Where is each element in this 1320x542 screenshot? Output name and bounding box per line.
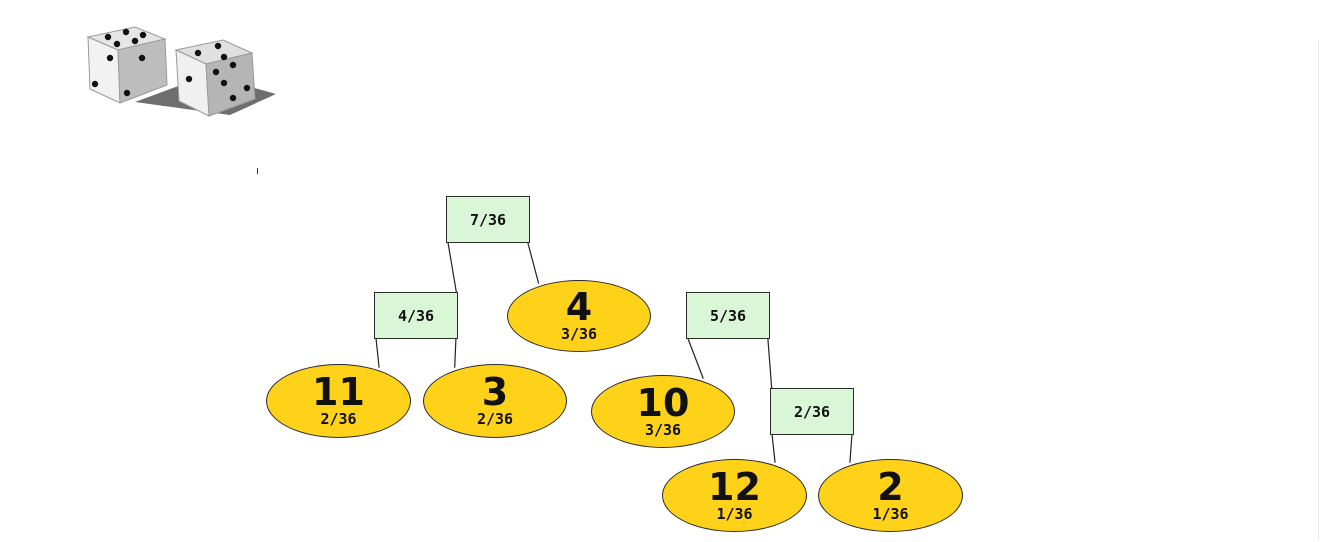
edge-n5_36-n2_36 [767,338,773,389]
leaf-value: 12 [708,464,761,509]
edge-n2_36-leaf2 [849,434,853,463]
node-box-2-36: 2/36 [770,388,854,435]
node-box-4-36: 4/36 [374,292,458,339]
leaf-sum-4: 4 3/36 [507,280,651,352]
edge-n7_36-n4_36 [447,242,457,293]
leaf-value: 2 [877,464,904,509]
node-prob: 2/36 [793,402,831,421]
edge-rule [1318,40,1319,540]
edge-n4_36-leaf11 [375,338,380,368]
leaf-sum-10: 10 3/36 [591,375,735,448]
leaf-value: 10 [636,380,690,425]
node-prob: 7/36 [469,210,507,229]
edge-n2_36-leaf12 [771,434,776,463]
leaf-sum-2: 2 1/36 [818,459,963,532]
leaf-prob: 1/36 [716,504,753,523]
edge-n5_36-leaf10 [687,338,704,379]
leaf-prob: 2/36 [476,410,514,428]
edge-n7_36-leaf4 [527,242,540,284]
node-prob: 4/36 [397,306,435,325]
leaf-sum-3: 3 2/36 [423,364,567,438]
leaf-sum-12: 12 1/36 [662,459,807,532]
stray-mark [257,168,258,174]
node-box-5-36: 5/36 [686,292,770,339]
leaf-sum-11: 11 2/36 [266,364,411,438]
leaf-value: 3 [481,370,509,414]
leaf-value: 4 [565,285,593,329]
right-die [174,39,256,117]
node-prob: 5/36 [709,306,747,325]
dice-pair-icon [86,26,276,117]
leaf-prob: 3/36 [644,420,682,439]
leaf-prob: 1/36 [872,504,909,523]
leaf-value: 11 [312,370,365,414]
left-die [86,26,168,104]
leaf-prob: 3/36 [560,325,598,343]
leaf-prob: 2/36 [320,410,357,428]
node-box-7-36: 7/36 [446,196,530,243]
edge-n4_36-leaf3 [454,338,457,368]
